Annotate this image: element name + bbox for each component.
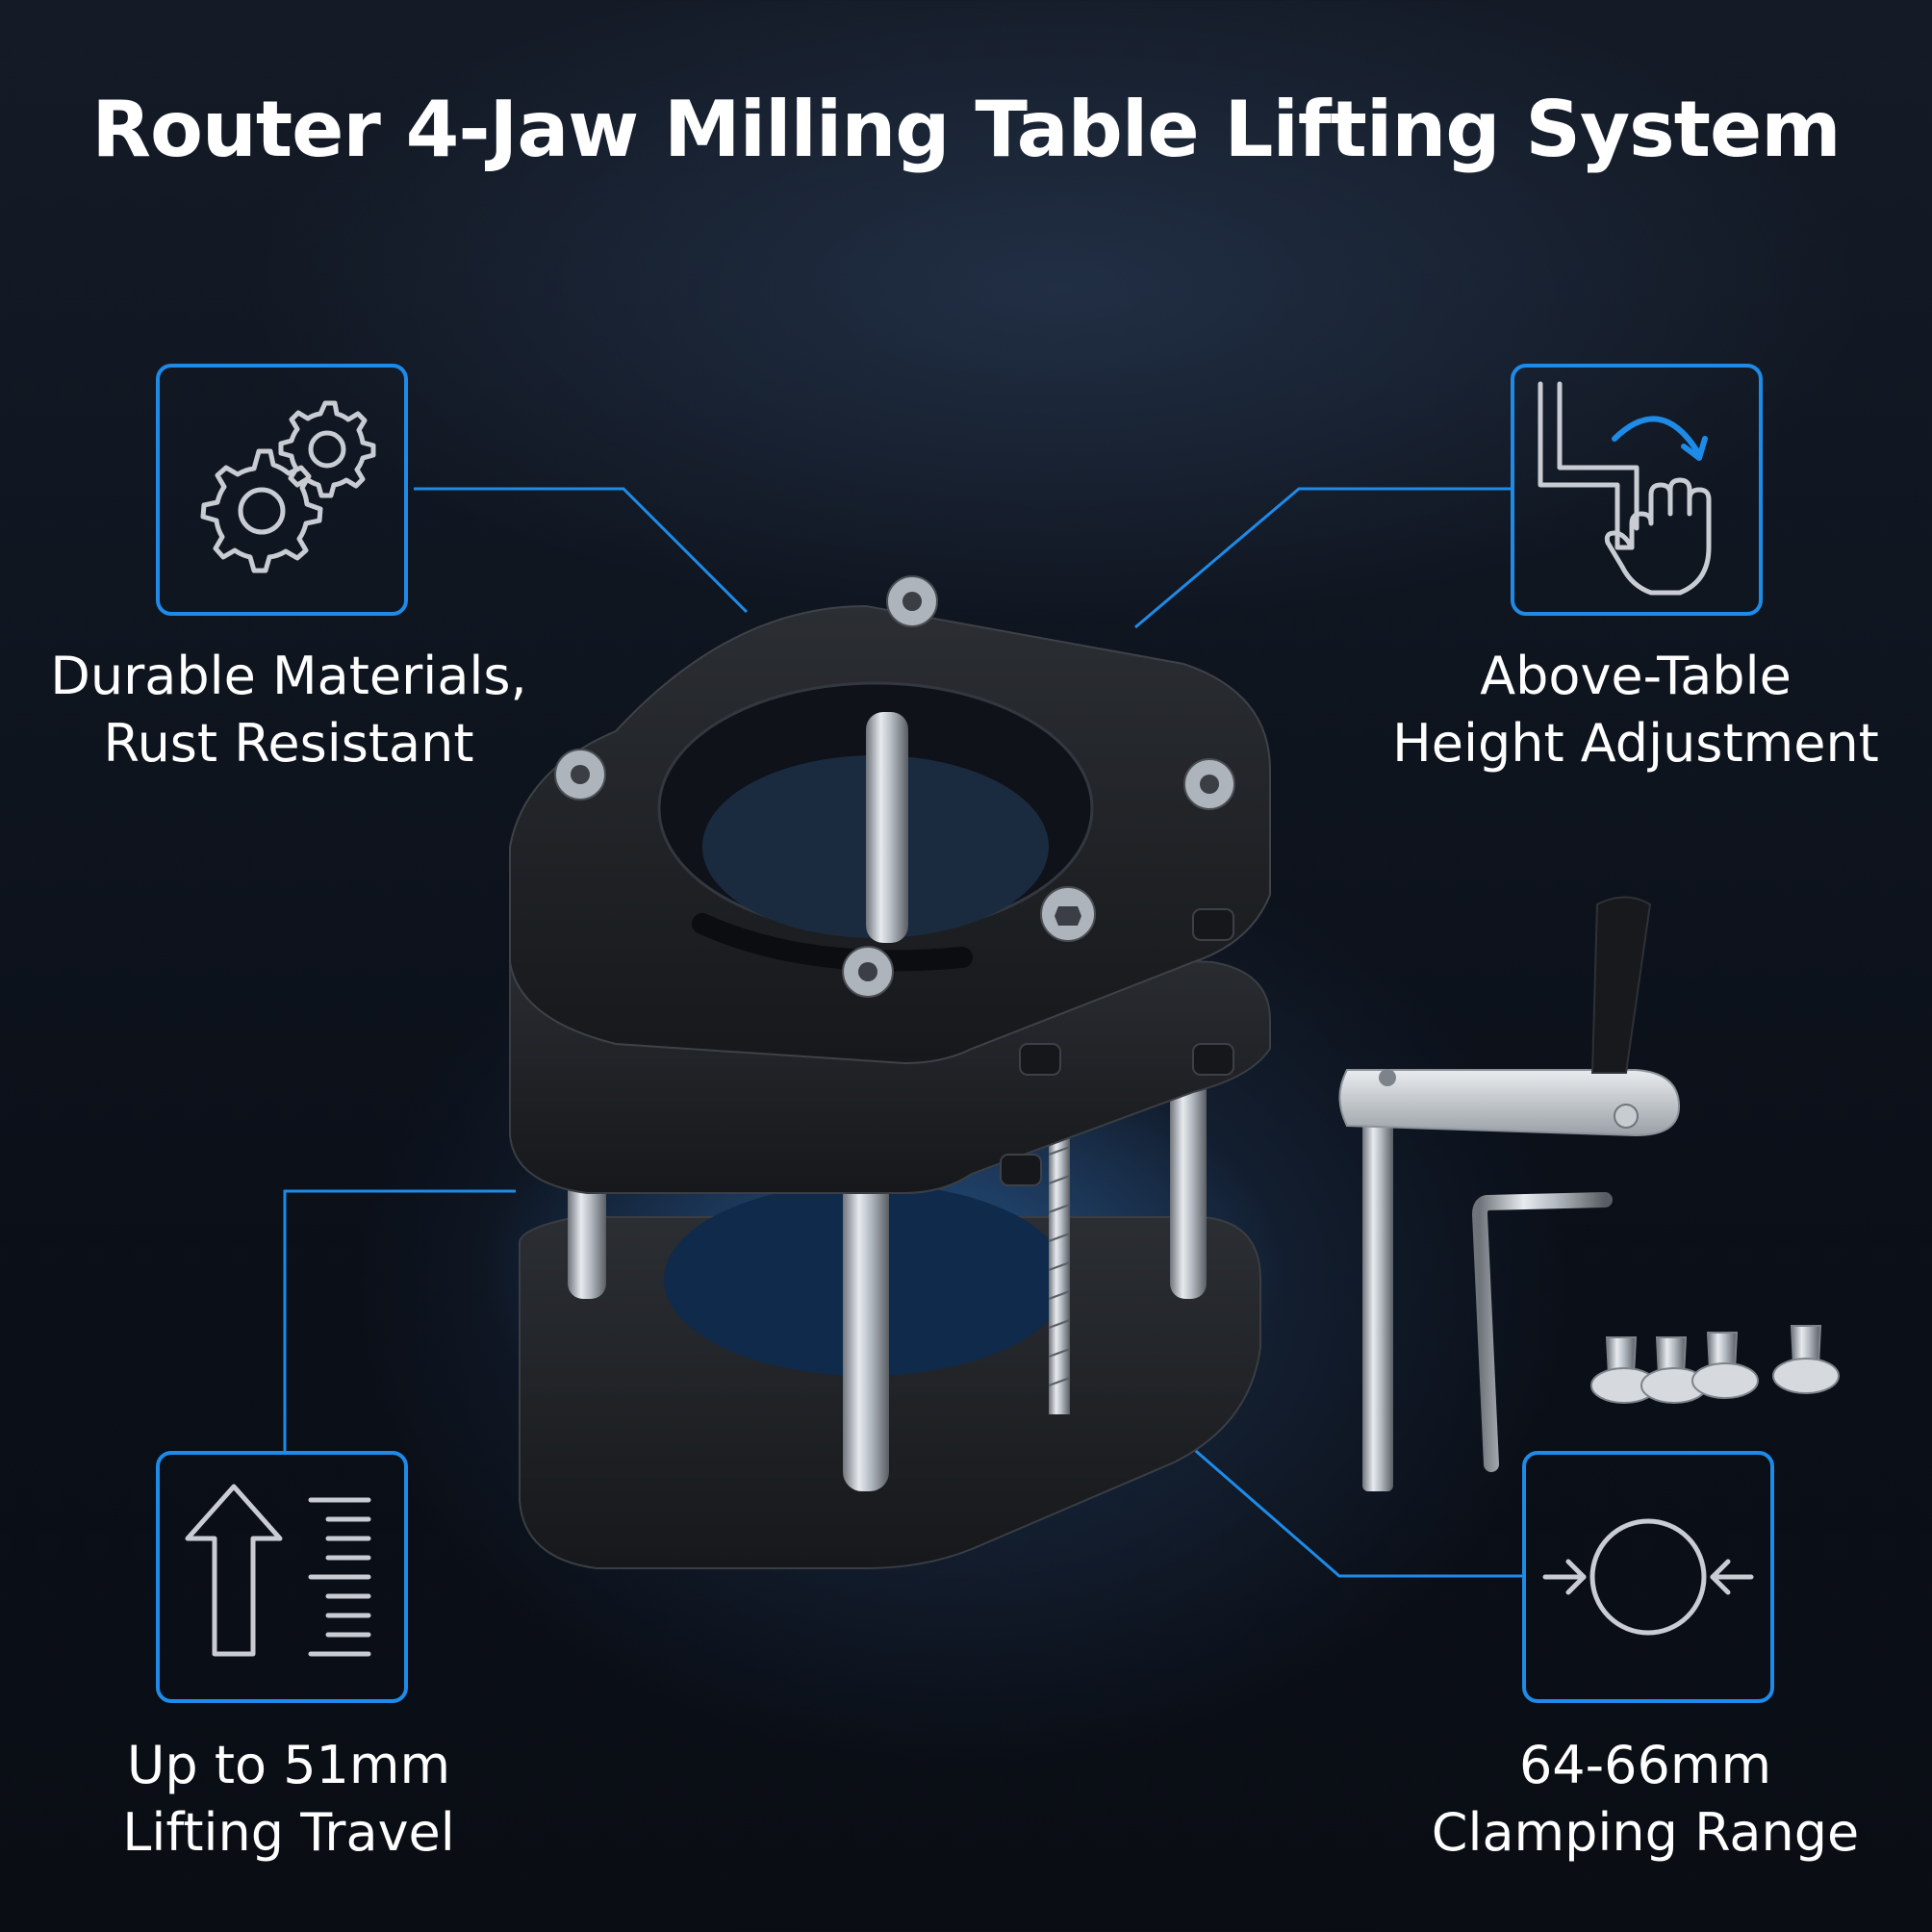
connector-durable — [414, 487, 749, 614]
feature-clamping-line1: 64-66mm — [1518, 1735, 1772, 1795]
connector-lifting — [283, 1189, 516, 1451]
connector-lines — [283, 487, 1522, 1578]
feature-lifting-line1: Up to 51mm — [126, 1735, 451, 1795]
page-title: Router 4-Jaw Milling Table Lifting Syste… — [91, 85, 1841, 174]
feature-durable-label: Durable Materials, Rust Resistant — [19, 643, 558, 777]
crank-handle-illustration — [1338, 896, 1681, 1491]
feature-clamping-line2: Clamping Range — [1431, 1802, 1860, 1863]
feature-clamping-box — [1522, 1451, 1774, 1703]
feature-durable-box — [156, 364, 408, 616]
lift-base-illustration — [509, 575, 1271, 1569]
feature-height-label: Above-Table Height Adjustment — [1337, 643, 1932, 777]
feature-height-line1: Above-Table — [1480, 646, 1792, 706]
feature-lifting-box — [156, 1451, 408, 1703]
feature-lifting-line2: Lifting Travel — [122, 1802, 455, 1863]
clamp-circle-icon — [1542, 1518, 1754, 1636]
connector-clamping — [1188, 1443, 1522, 1578]
feature-clamping-label: 64-66mm Clamping Range — [1347, 1732, 1932, 1867]
feature-durable-line2: Rust Resistant — [103, 713, 474, 774]
feature-height-line2: Height Adjustment — [1392, 713, 1879, 774]
screws-illustration — [1590, 1325, 1840, 1404]
feature-lifting-label: Up to 51mm Lifting Travel — [19, 1732, 558, 1867]
gears-icon — [200, 400, 376, 573]
connector-height — [1134, 487, 1511, 629]
feature-height-box — [1511, 364, 1763, 616]
hex-key-illustration — [1472, 1192, 1613, 1472]
feature-durable-line1: Durable Materials, — [50, 646, 527, 706]
hand-crank-adjust-icon — [1538, 381, 1712, 596]
arrow-up-scale-icon — [185, 1484, 371, 1657]
